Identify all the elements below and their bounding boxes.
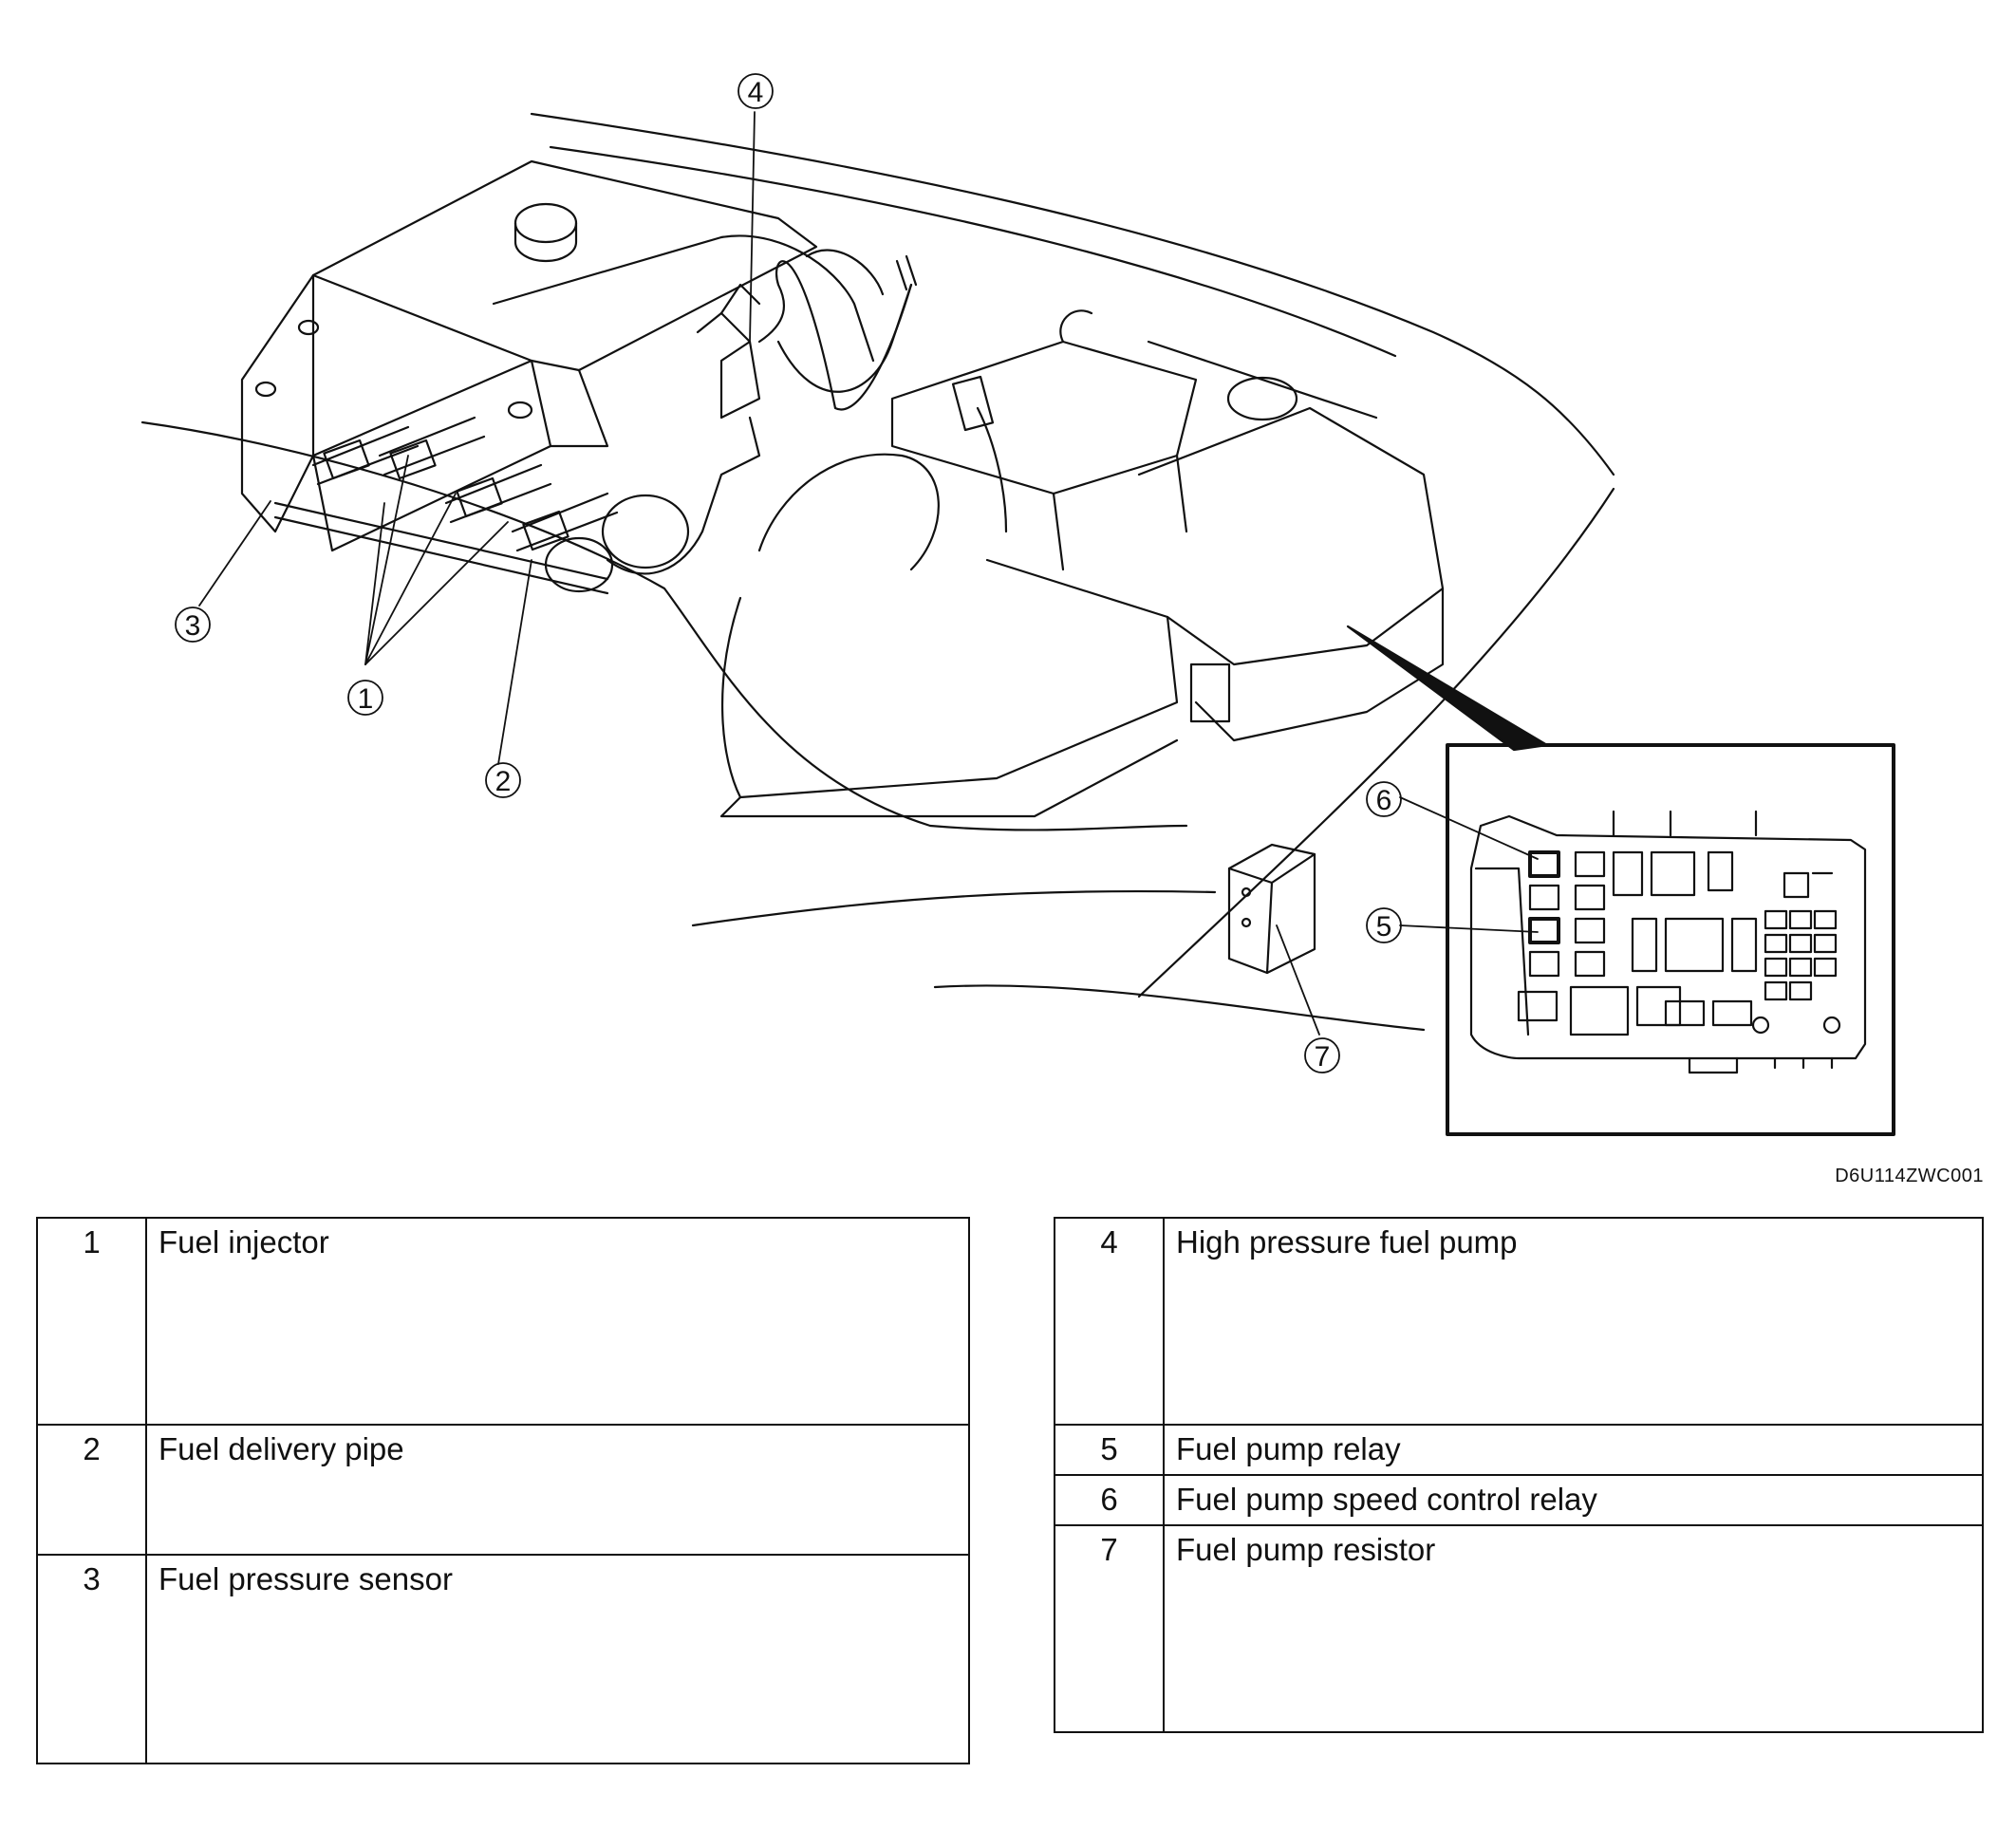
callout-6: 6 xyxy=(1366,781,1402,817)
callout-5: 5 xyxy=(1366,907,1402,943)
part-number: 7 xyxy=(1054,1524,1165,1733)
part-name: Fuel injector xyxy=(145,1217,970,1426)
svg-text:2: 2 xyxy=(495,766,512,797)
part-name: Fuel delivery pipe xyxy=(145,1424,970,1556)
svg-text:5: 5 xyxy=(1376,911,1392,942)
table-row: 2 Fuel delivery pipe xyxy=(36,1424,970,1556)
callout-3: 3 xyxy=(175,607,211,643)
fuel-rail-and-pump xyxy=(544,254,918,593)
callout-7: 7 xyxy=(1304,1037,1340,1073)
table-row: 7 Fuel pump resistor xyxy=(1054,1524,1984,1733)
table-row: 3 Fuel pressure sensor xyxy=(36,1554,970,1764)
fuel-injectors xyxy=(273,416,619,595)
part-name: Fuel pressure sensor xyxy=(145,1554,970,1764)
callout-2: 2 xyxy=(485,762,521,798)
part-name: Fuel pump resistor xyxy=(1163,1524,1984,1733)
engine-bay-drawing: 1 2 3 4 5 6 7 xyxy=(140,73,1895,1136)
part-number: 4 xyxy=(1054,1217,1165,1426)
leader-lines xyxy=(198,111,1539,1036)
legend-table-right: 4 High pressure fuel pump 5 Fuel pump re… xyxy=(1054,1217,1984,1733)
inset-pointer xyxy=(1346,625,1549,752)
part-number: 1 xyxy=(36,1217,147,1426)
relay-box-inset xyxy=(1446,743,1895,1136)
part-number: 6 xyxy=(1054,1474,1165,1526)
callouts: 1 2 3 4 5 6 7 xyxy=(175,73,1402,1073)
part-name: Fuel pump relay xyxy=(1163,1424,1984,1476)
table-row: 6 Fuel pump speed control relay xyxy=(1054,1474,1984,1526)
body-outline xyxy=(140,112,1615,1032)
legend-table-left: 1 Fuel injector 2 Fuel delivery pipe 3 F… xyxy=(36,1217,970,1764)
callout-1: 1 xyxy=(347,680,383,716)
svg-text:7: 7 xyxy=(1315,1041,1331,1073)
air-intake-and-battery xyxy=(719,309,1445,818)
table-row: 5 Fuel pump relay xyxy=(1054,1424,1984,1476)
svg-text:1: 1 xyxy=(358,683,374,715)
figure-code: D6U114ZWC001 xyxy=(1835,1166,1984,1186)
engine-diagram: 1 2 3 4 5 6 7 xyxy=(140,73,1895,1136)
svg-text:6: 6 xyxy=(1376,785,1392,816)
engine-block xyxy=(240,159,885,552)
part-name: Fuel pump speed control relay xyxy=(1163,1474,1984,1526)
part-name: High pressure fuel pump xyxy=(1163,1217,1984,1426)
svg-text:3: 3 xyxy=(185,610,201,642)
part-number: 2 xyxy=(36,1424,147,1556)
table-row: 4 High pressure fuel pump xyxy=(1054,1217,1984,1426)
part-number: 3 xyxy=(36,1554,147,1764)
table-row: 1 Fuel injector xyxy=(36,1217,970,1426)
svg-text:4: 4 xyxy=(748,77,764,108)
fuel-pump-resistor xyxy=(1227,843,1316,975)
callout-4: 4 xyxy=(737,73,774,109)
part-number: 5 xyxy=(1054,1424,1165,1476)
